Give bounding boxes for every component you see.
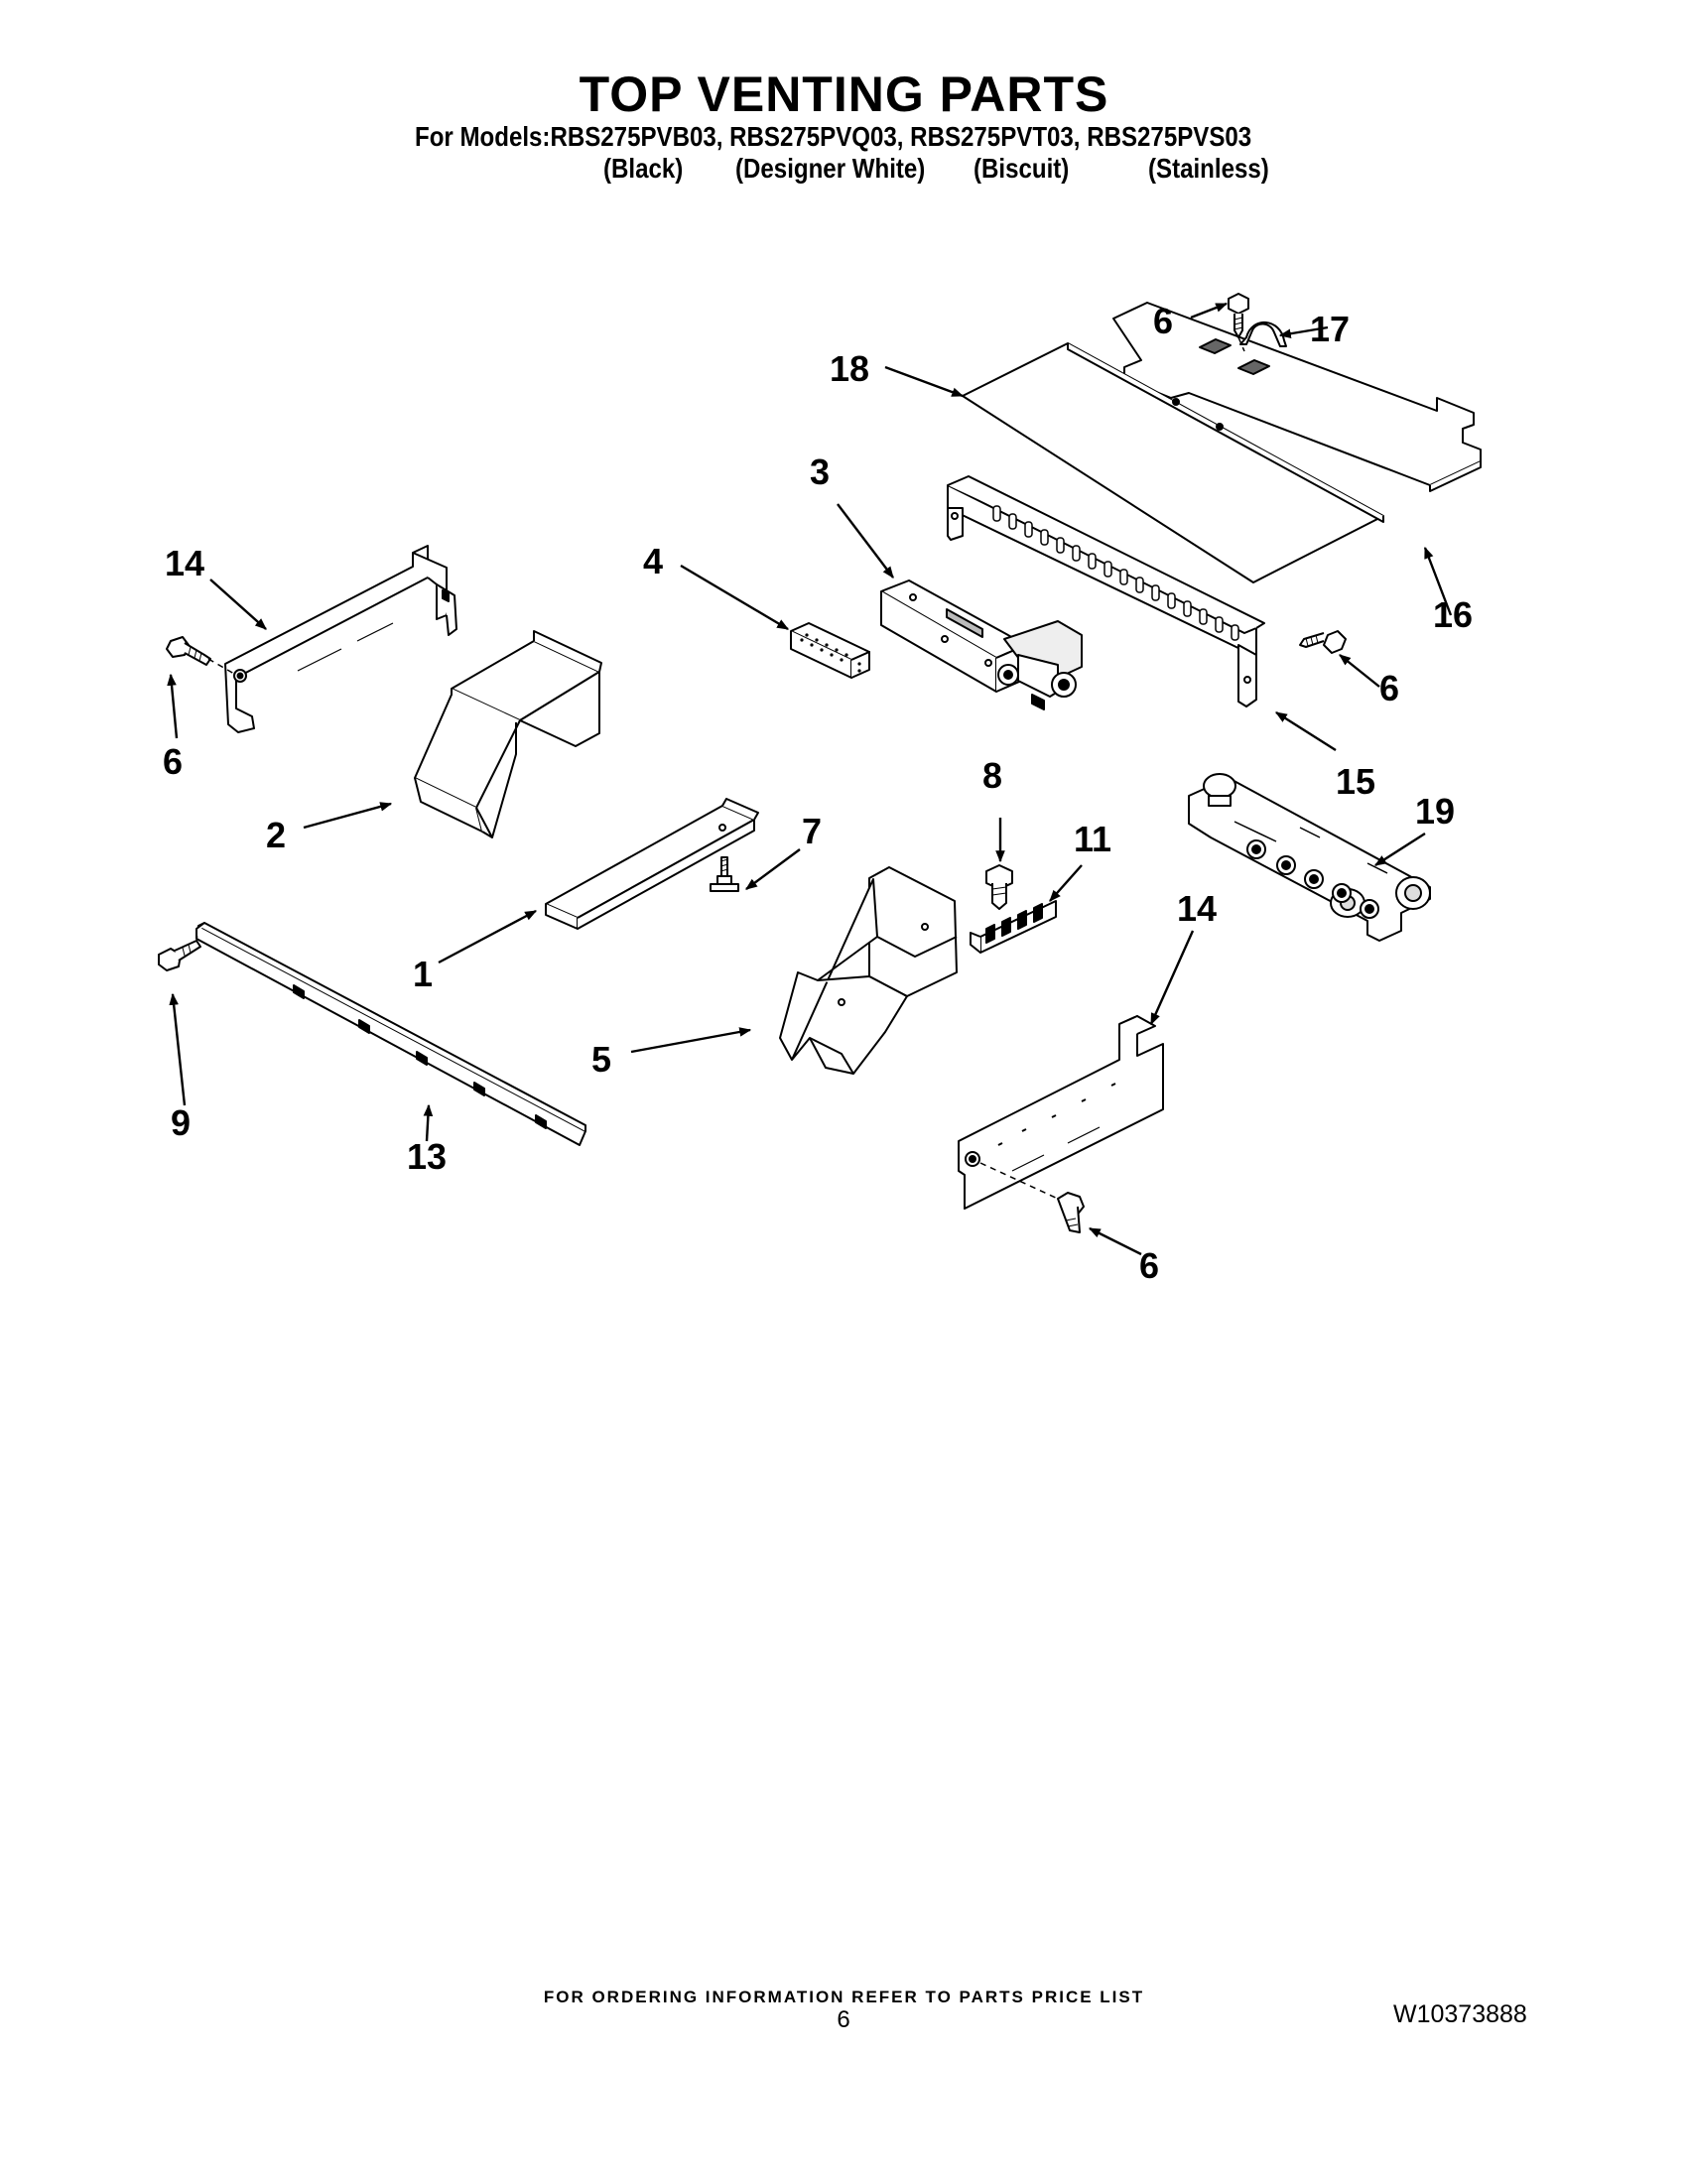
callout-3: 3 [810, 451, 830, 492]
callout-7: 7 [802, 811, 822, 851]
long-rail [195, 922, 586, 1146]
screw-rail-left [158, 940, 201, 971]
screw-channel [710, 856, 739, 892]
callout-11: 11 [1074, 819, 1111, 859]
ordering-note: FOR ORDERING INFORMATION REFER TO PARTS … [543, 1988, 1145, 2006]
callout-1: 1 [413, 954, 433, 994]
side-bracket-right [958, 1015, 1164, 1210]
document-number: W10373888 [1393, 2000, 1527, 2028]
foam-block [790, 622, 870, 679]
screw-rail [1299, 630, 1347, 654]
callout-5: 5 [591, 1039, 611, 1080]
side-bracket-left [224, 545, 457, 733]
finish-biscuit: (Biscuit) [974, 153, 1070, 184]
callout-19: 19 [1415, 791, 1455, 832]
long-channel [545, 798, 759, 930]
callout-6-rail: 6 [1379, 668, 1399, 708]
vented-rail [947, 475, 1265, 707]
page-title: TOP VENTING PARTS [579, 66, 1109, 122]
duct-cover [414, 630, 602, 838]
callout-6-top: 6 [1153, 301, 1173, 341]
pipe-clip [1239, 321, 1287, 347]
callout-18: 18 [830, 348, 869, 389]
switch-plate [1188, 773, 1431, 942]
callout-13: 13 [407, 1136, 447, 1177]
finish-stainless: (Stainless) [1148, 153, 1269, 184]
models-line: For Models:RBS275PVB03, RBS275PVQ03, RBS… [415, 121, 1252, 152]
callout-14-right: 14 [1177, 888, 1217, 929]
callout-15: 15 [1336, 761, 1375, 802]
top-vent-panel [962, 342, 1384, 583]
terminal-block [970, 900, 1057, 954]
callout-14-left: 14 [165, 543, 204, 583]
rear-vent-panel [1112, 302, 1482, 492]
callout-6-bottom: 6 [1139, 1245, 1159, 1286]
vent-motor-assembly [880, 579, 1083, 710]
screw-bracket-right [1057, 1192, 1085, 1233]
callout-labels: 18 6 17 3 4 14 16 6 6 15 2 8 19 7 11 1 1… [163, 301, 1473, 1286]
finish-designer-white: (Designer White) [735, 153, 926, 184]
assembly-lines [207, 336, 1245, 1200]
finish-black: (Black) [603, 153, 684, 184]
leader-lines [167, 302, 1453, 1256]
callout-17: 17 [1310, 309, 1350, 349]
callout-4: 4 [643, 541, 663, 581]
vent-duct [779, 866, 958, 1075]
callout-9: 9 [171, 1102, 191, 1143]
screw-terminal [985, 864, 1013, 910]
rail-vent-slots [992, 505, 1239, 641]
screw-left [166, 636, 211, 666]
page-number: 6 [837, 2006, 850, 2033]
callout-6-left: 6 [163, 741, 183, 782]
screw-top [1228, 293, 1249, 338]
callout-2: 2 [266, 815, 286, 855]
callout-8: 8 [982, 755, 1002, 796]
callout-16: 16 [1433, 594, 1473, 635]
